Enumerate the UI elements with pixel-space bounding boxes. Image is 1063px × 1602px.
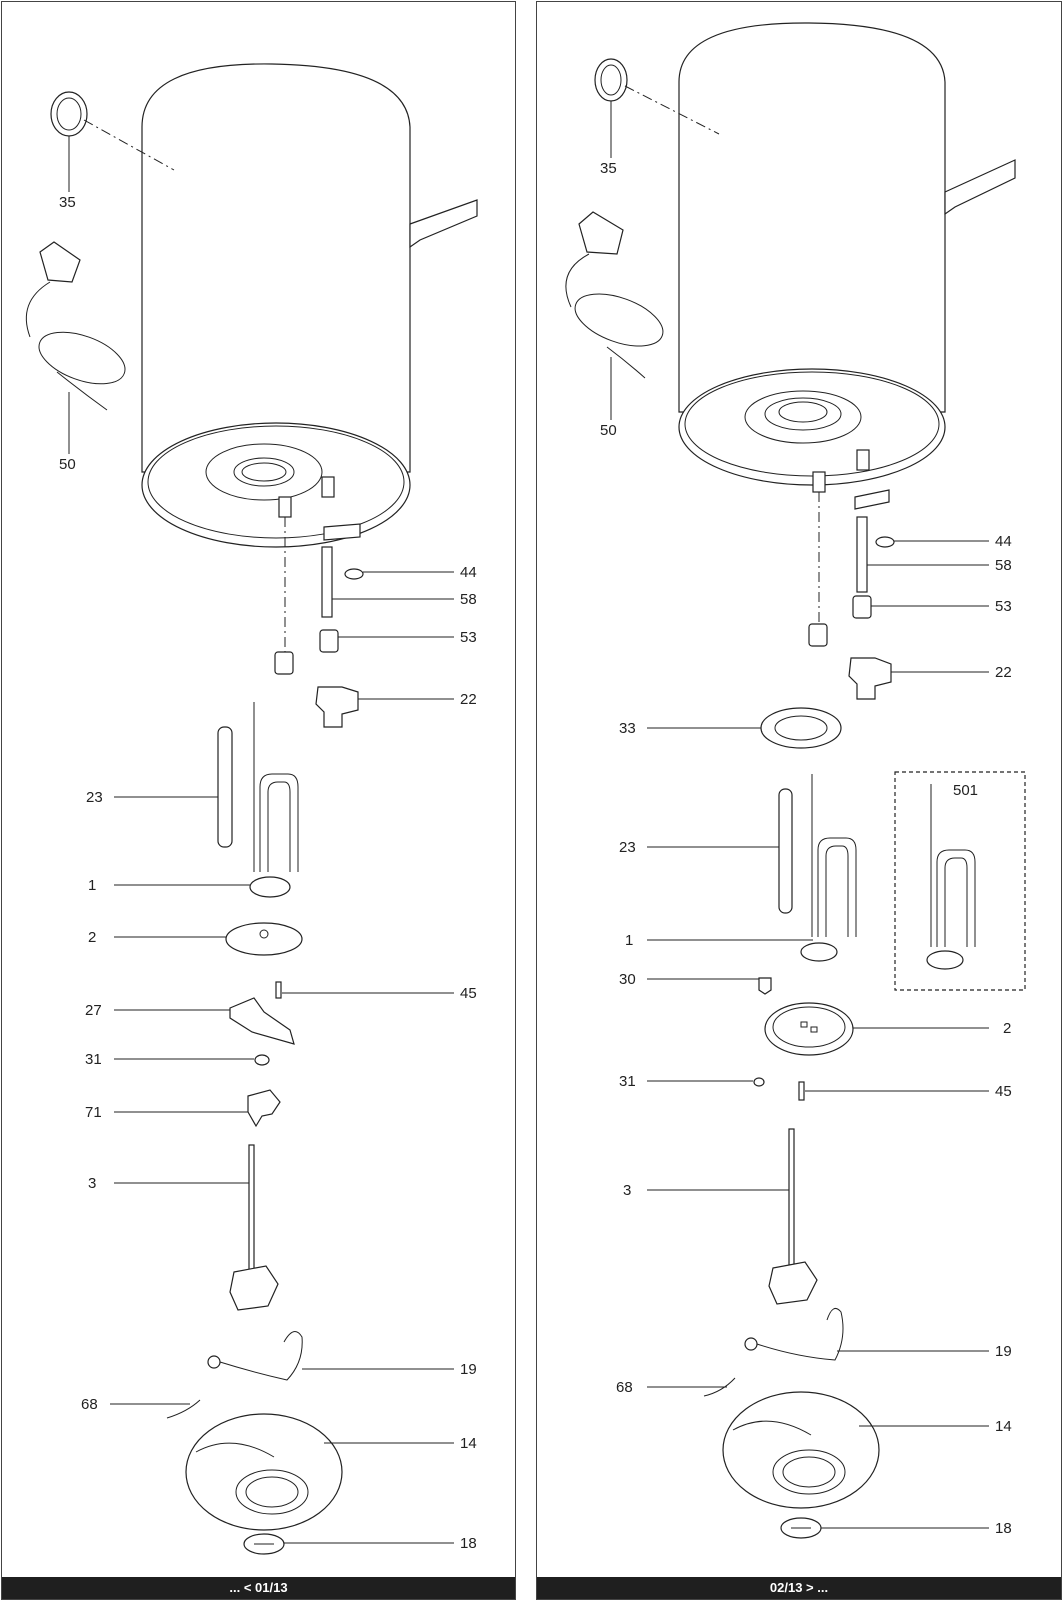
- label-1: 1: [625, 932, 633, 949]
- water-tank: [678, 22, 946, 493]
- label-44: 44: [460, 564, 477, 581]
- part-31-nut: 31: [85, 1051, 270, 1068]
- label-27: 27: [85, 1002, 102, 1019]
- part-23-anode: 23: [86, 726, 233, 848]
- label-45: 45: [995, 1083, 1012, 1100]
- part-3-thermostat: 3: [88, 1144, 279, 1311]
- part-58-flex-pipe: 58: [818, 492, 1012, 622]
- right-exploded-view: 35 50 58 44 53 22 33: [565, 22, 1026, 1539]
- part-33-gasket: 33: [619, 707, 842, 749]
- part-53-nut: 53: [808, 595, 1012, 647]
- label-50: 50: [59, 456, 76, 473]
- part-68-seal: 68: [616, 1377, 736, 1397]
- label-58: 58: [995, 557, 1012, 574]
- label-30: 30: [619, 971, 636, 988]
- label-44: 44: [995, 533, 1012, 550]
- part-14-cover: 14: [722, 1391, 1012, 1509]
- part-44-clamp: 44: [323, 523, 477, 581]
- label-31: 31: [619, 1073, 636, 1090]
- page-nav-next[interactable]: 02/13 > ...: [537, 1577, 1061, 1599]
- label-53: 53: [995, 598, 1012, 615]
- part-22-valve: 22: [848, 657, 1012, 700]
- part-58-flex-pipe: 58: [284, 517, 477, 652]
- label-58: 58: [460, 591, 477, 608]
- part-71-clip: 71: [85, 1089, 281, 1128]
- part-35-thermometer: 35: [50, 91, 175, 211]
- part-2-flange: 2: [764, 1002, 1011, 1056]
- part-18-knob: 18: [780, 1517, 1012, 1539]
- left-exploded-view: 35 50 58 44 53 22 23: [25, 63, 478, 1555]
- part-50-power-cable: 50: [565, 211, 664, 439]
- part-35-thermometer: 35: [594, 58, 720, 177]
- label-18: 18: [995, 1520, 1012, 1537]
- part-2-flange: 2: [88, 922, 303, 956]
- label-53: 53: [460, 629, 477, 646]
- label-45: 45: [460, 985, 477, 1002]
- label-35: 35: [600, 160, 617, 177]
- part-22-valve: 22: [315, 686, 477, 728]
- label-3: 3: [88, 1175, 96, 1192]
- label-3: 3: [623, 1182, 631, 1199]
- label-22: 22: [460, 691, 477, 708]
- wall-bracket: [944, 159, 1016, 216]
- part-3-thermostat: 3: [623, 1128, 818, 1305]
- label-71: 71: [85, 1104, 102, 1121]
- part-501-element-variant: 501: [894, 771, 1026, 991]
- part-1-heating-element: 1: [88, 702, 299, 898]
- label-2: 2: [88, 929, 96, 946]
- part-44-clamp: 44: [854, 489, 1012, 550]
- label-33: 33: [619, 720, 636, 737]
- label-68: 68: [81, 1396, 98, 1413]
- water-tank: [141, 63, 411, 548]
- label-501: 501: [953, 782, 978, 799]
- label-35: 35: [59, 194, 76, 211]
- part-19-sensor-cable: 19: [744, 1307, 1012, 1361]
- label-14: 14: [995, 1418, 1012, 1435]
- part-31-nut: 31: [619, 1073, 765, 1090]
- part-45-screw: 45: [798, 1081, 1012, 1101]
- part-23-anode: 23: [619, 788, 793, 914]
- label-23: 23: [619, 839, 636, 856]
- label-31: 31: [85, 1051, 102, 1068]
- label-2: 2: [1003, 1020, 1011, 1037]
- label-14: 14: [460, 1435, 477, 1452]
- label-23: 23: [86, 789, 103, 806]
- page-nav-previous[interactable]: ... < 01/13: [2, 1577, 515, 1599]
- label-18: 18: [460, 1535, 477, 1552]
- label-1: 1: [88, 877, 96, 894]
- part-68-seal: 68: [81, 1396, 201, 1419]
- label-50: 50: [600, 422, 617, 439]
- label-19: 19: [460, 1361, 477, 1378]
- part-27-bracket: 27: [85, 997, 295, 1045]
- left-diagram-panel: 35 50 58 44 53 22 23: [1, 1, 516, 1600]
- part-53-nut: 53: [274, 629, 477, 675]
- label-22: 22: [995, 664, 1012, 681]
- part-18-knob: 18: [243, 1533, 477, 1555]
- part-45-screw: 45: [275, 981, 477, 1002]
- part-50-power-cable: 50: [25, 241, 126, 473]
- part-1-heating-element: 1: [625, 774, 857, 962]
- part-30-bolt: 30: [619, 971, 772, 995]
- wall-bracket: [409, 199, 478, 249]
- label-68: 68: [616, 1379, 633, 1396]
- part-19-sensor-cable: 19: [207, 1331, 477, 1381]
- right-diagram-panel: 35 50 58 44 53 22 33: [536, 1, 1062, 1600]
- part-14-cover: 14: [185, 1413, 477, 1531]
- label-19: 19: [995, 1343, 1012, 1360]
